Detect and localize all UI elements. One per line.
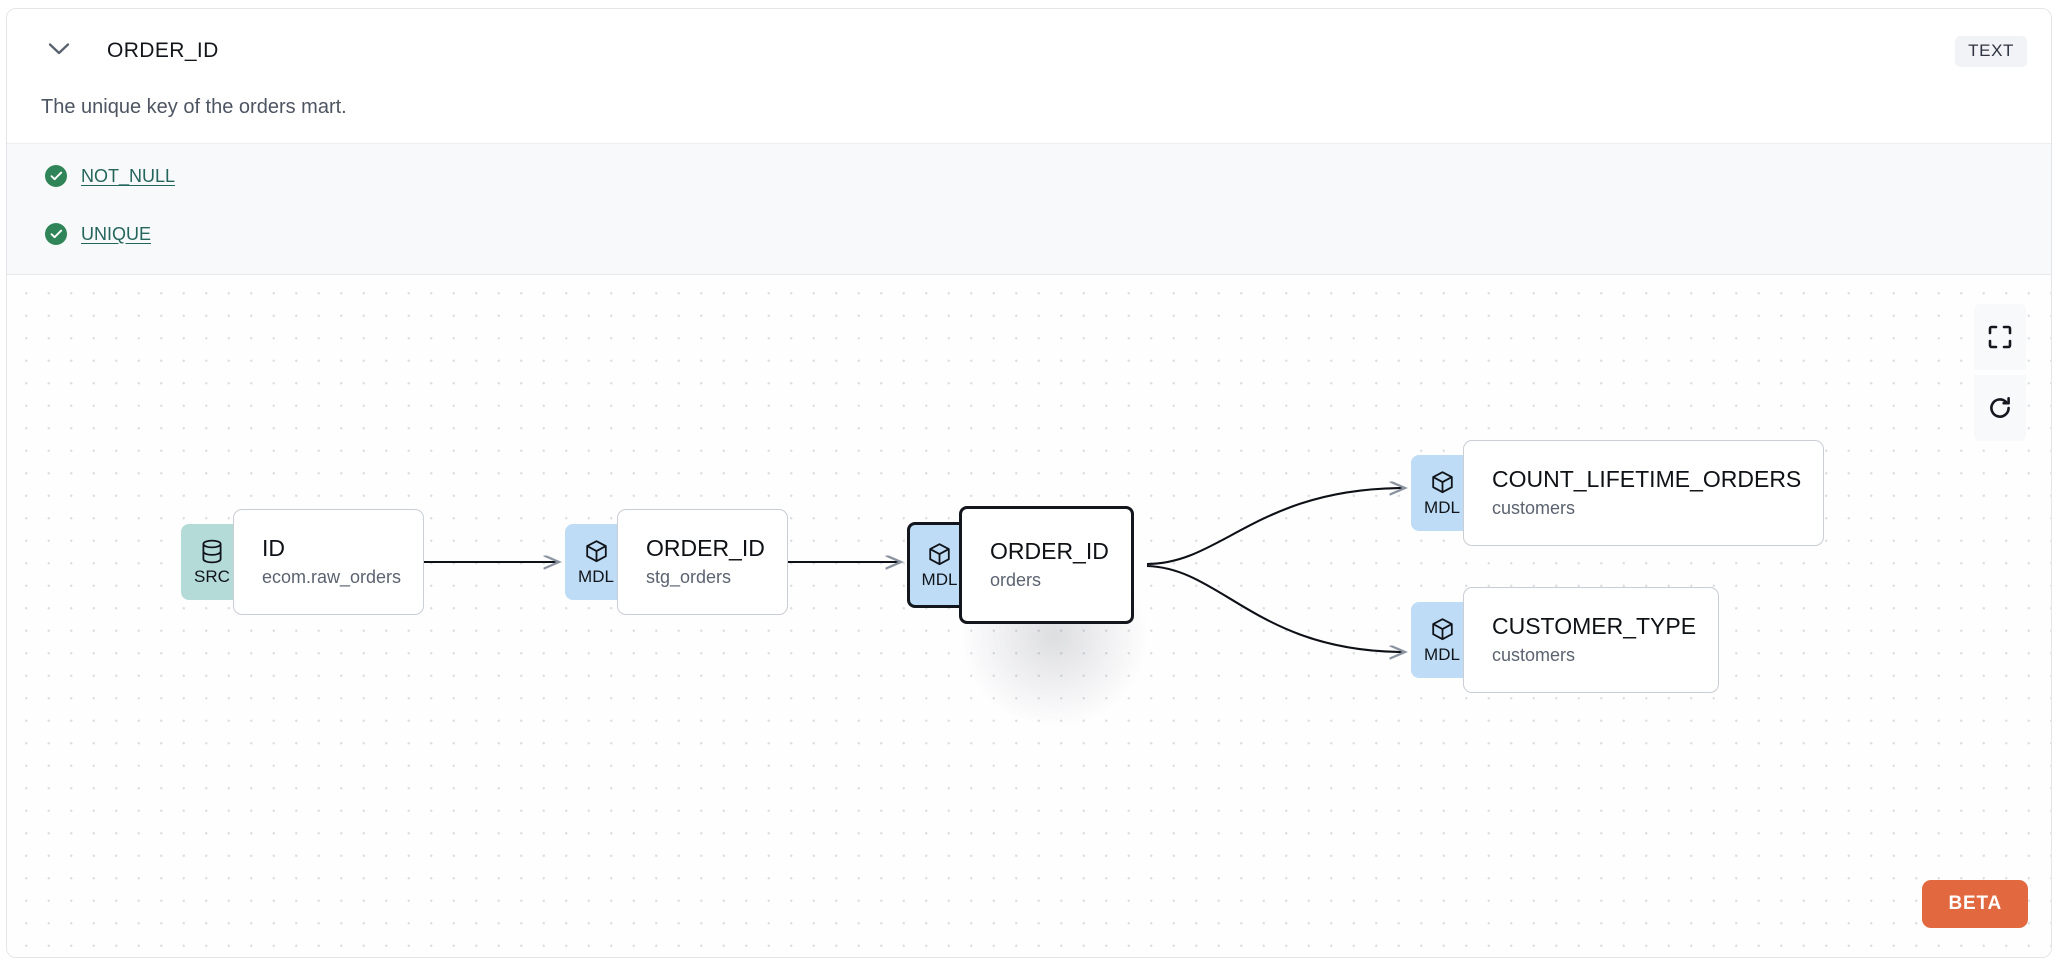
database-icon: SRC <box>181 524 243 600</box>
node-column-name: ORDER_ID <box>990 538 1109 565</box>
lineage-node-customer-type[interactable]: MDL CUSTOMER_TYPE customers <box>1411 587 1720 693</box>
node-resource-name: stg_orders <box>646 566 732 587</box>
check-circle-icon <box>45 165 67 187</box>
detail-card: ORDER_ID TEXT The unique key of the orde… <box>6 8 2052 958</box>
edge-orders-to-count <box>1146 488 1405 566</box>
node-kind-label: MDL <box>1424 645 1460 664</box>
chevron-down-icon[interactable] <box>43 37 75 61</box>
test-row[interactable]: NOT_NULL <box>45 165 175 187</box>
node-body: ORDER_ID orders <box>959 506 1134 624</box>
refresh-icon <box>1987 395 2013 421</box>
test-row[interactable]: UNIQUE <box>45 223 151 245</box>
node-column-name: ID <box>262 535 285 562</box>
node-kind-label: MDL <box>1424 498 1460 517</box>
node-body: CUSTOMER_TYPE customers <box>1463 587 1720 693</box>
test-link[interactable]: UNIQUE <box>81 223 152 244</box>
fit-view-button[interactable] <box>1974 304 2026 370</box>
lineage-node-orders-selected[interactable]: MDL ORDER_ID orders <box>907 506 1134 624</box>
node-body: COUNT_LIFETIME_ORDERS customers <box>1463 440 1825 546</box>
beta-badge[interactable]: BETA <box>1922 880 2028 928</box>
node-kind-label: SRC <box>194 567 230 586</box>
node-resource-name: customers <box>1492 497 1576 518</box>
node-resource-name: customers <box>1492 644 1576 665</box>
node-kind-label: MDL <box>578 567 614 586</box>
panel-header: ORDER_ID TEXT <box>7 9 2051 85</box>
cube-icon: MDL <box>1411 602 1473 678</box>
fullscreen-icon <box>1987 324 2013 350</box>
lineage-node-count-lifetime-orders[interactable]: MDL COUNT_LIFETIME_ORDERS customers <box>1411 440 1825 546</box>
node-column-name: CUSTOMER_TYPE <box>1492 613 1697 640</box>
column-description: The unique key of the orders mart. <box>41 96 347 118</box>
check-circle-icon <box>45 223 67 245</box>
page-title: ORDER_ID <box>107 39 219 62</box>
node-resource-name: orders <box>990 569 1042 590</box>
node-kind-label: MDL <box>921 570 958 589</box>
test-link[interactable]: NOT_NULL <box>81 165 176 186</box>
tests-section: NOT_NULL UNIQUE <box>7 143 2051 275</box>
node-body: ORDER_ID stg_orders <box>617 509 788 615</box>
cube-icon: MDL <box>565 524 627 600</box>
node-column-name: ORDER_ID <box>646 535 765 562</box>
reset-button[interactable] <box>1974 375 2026 441</box>
node-column-name: COUNT_LIFETIME_ORDERS <box>1492 466 1802 493</box>
edge-orders-to-customer-type <box>1146 564 1405 652</box>
node-resource-name: ecom.raw_orders <box>262 566 402 587</box>
lineage-node-stg-orders[interactable]: MDL ORDER_ID stg_orders <box>565 509 788 615</box>
node-body: ID ecom.raw_orders <box>233 509 425 615</box>
lineage-node-src[interactable]: SRC ID ecom.raw_orders <box>181 509 425 615</box>
canvas-controls <box>1974 304 2026 441</box>
lineage-canvas[interactable]: SRC ID ecom.raw_orders MDL <box>7 276 2051 957</box>
cube-icon: MDL <box>1411 455 1473 531</box>
column-type-badge: TEXT <box>1955 36 2027 67</box>
cube-icon: MDL <box>907 522 969 608</box>
